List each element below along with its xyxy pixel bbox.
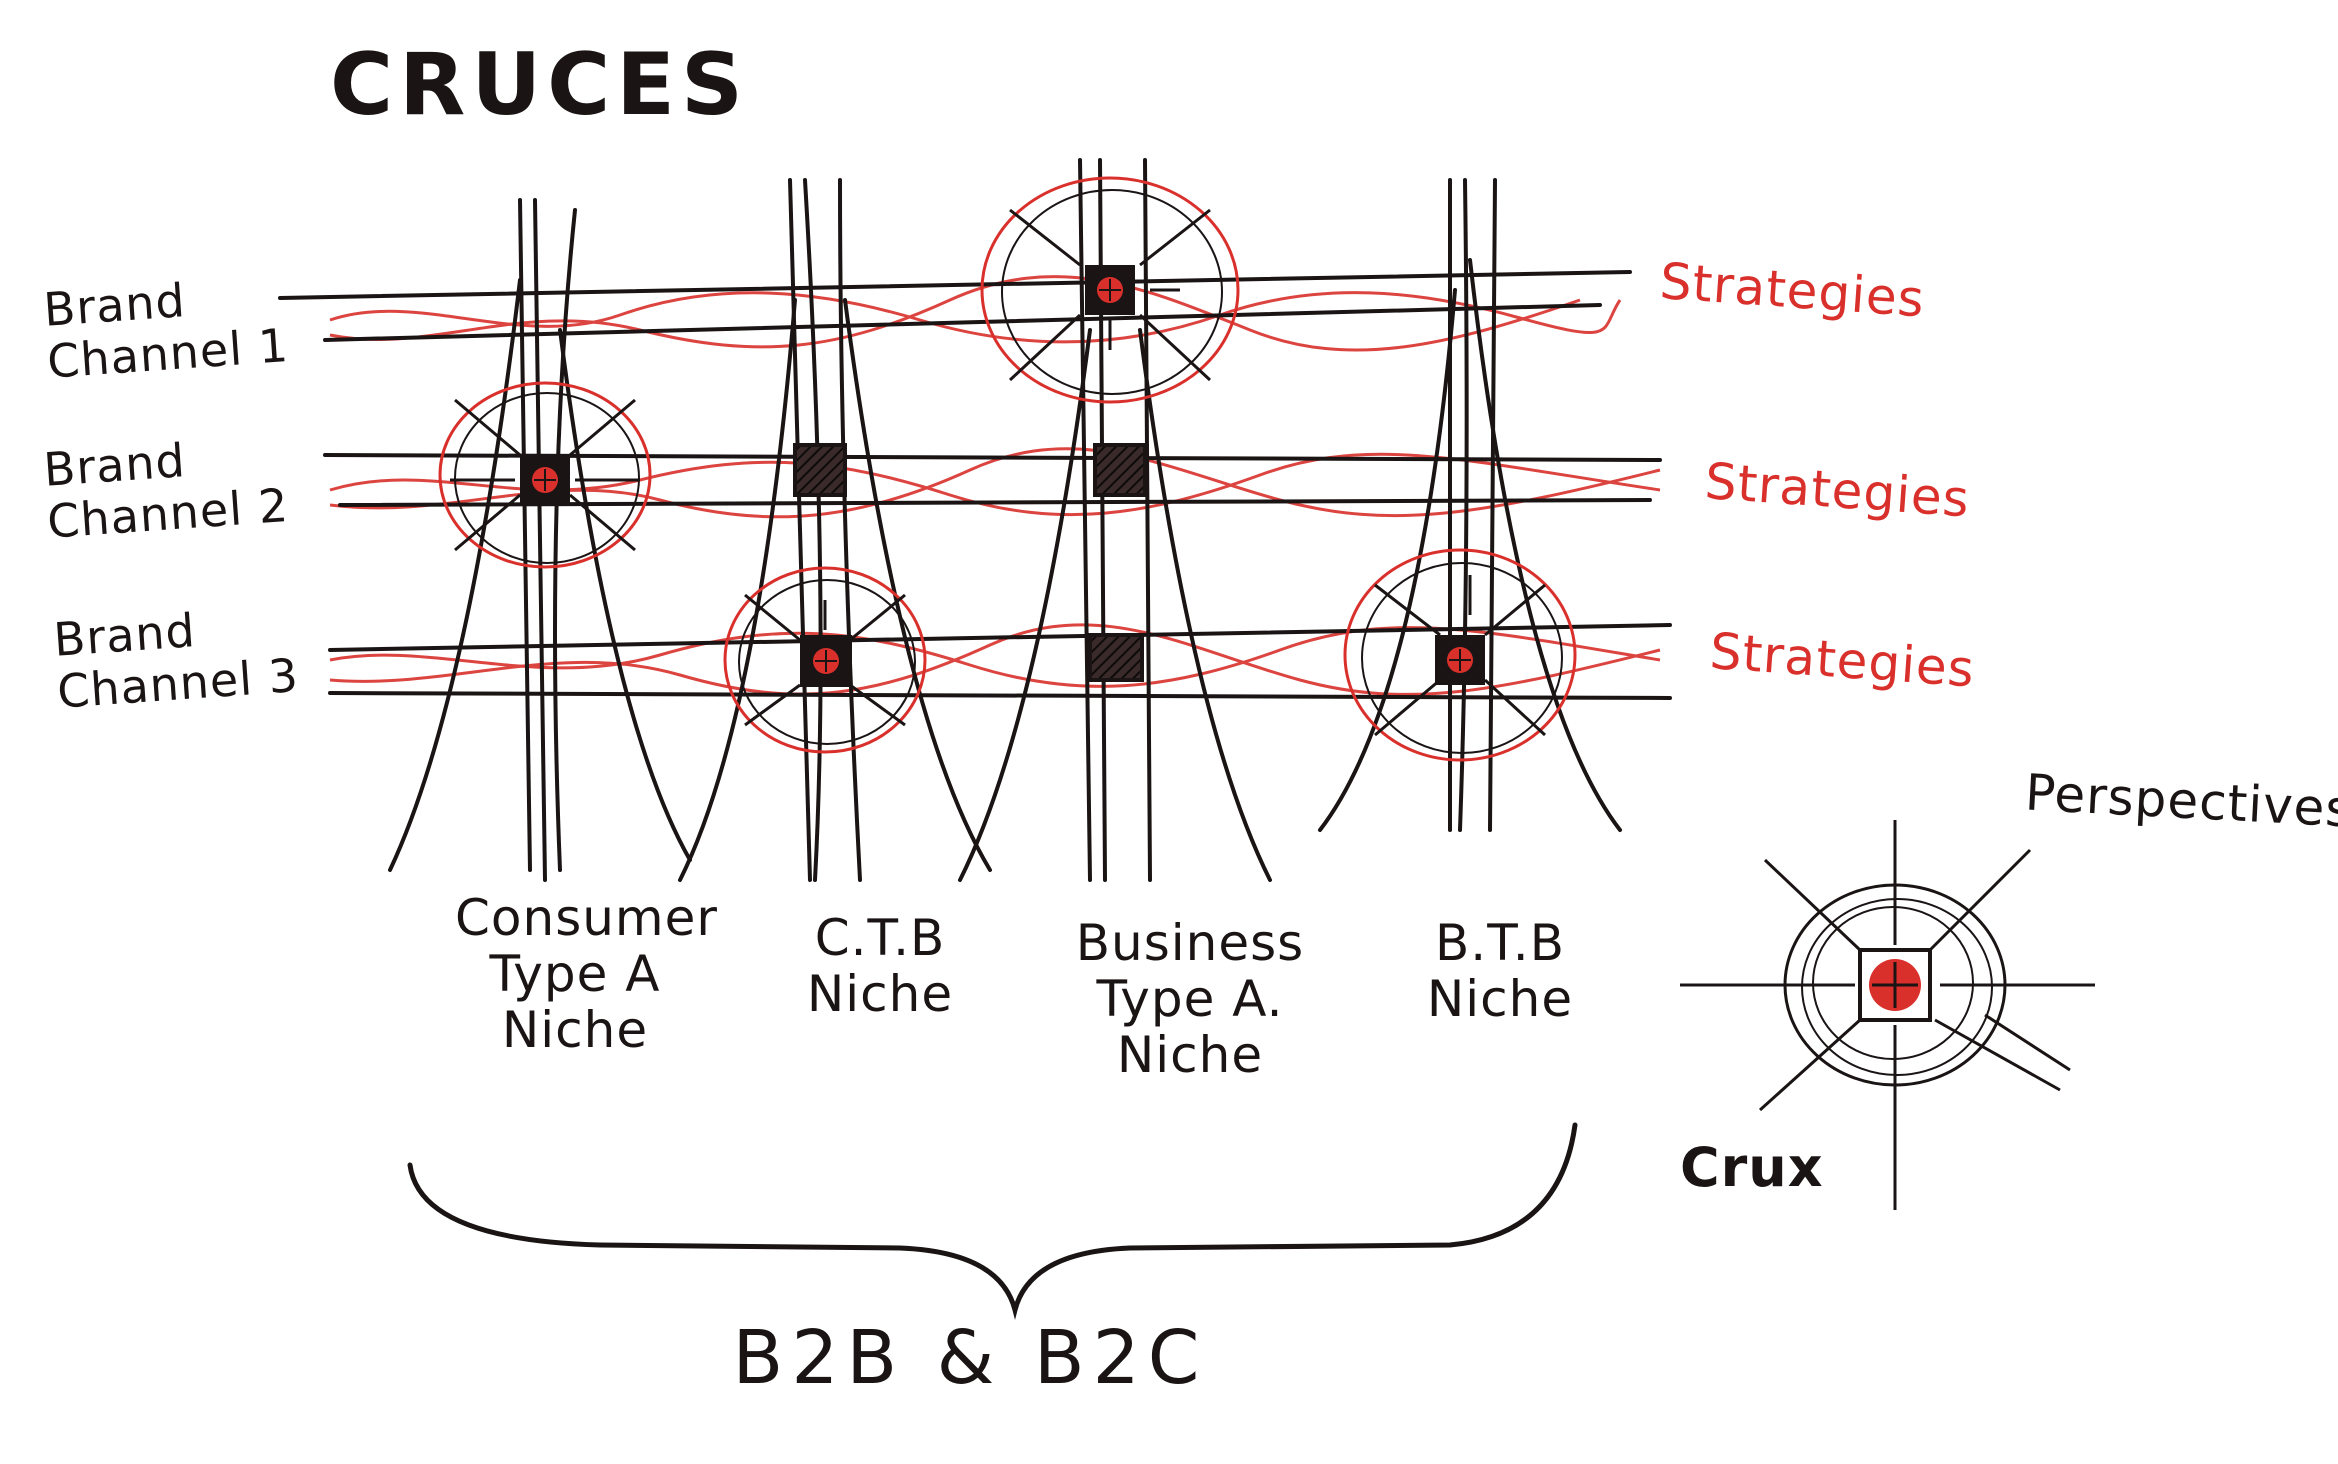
column-label-line: Business <box>1075 914 1305 972</box>
intersection-nodes <box>793 443 1147 682</box>
grouping-brace <box>407 1122 1578 1320</box>
column-label-line: Type A <box>489 945 661 1003</box>
column-label-line: Niche <box>1116 1026 1264 1084</box>
crux-label: Crux <box>1680 1136 1824 1199</box>
column-label-business-type-a: Business Type A. Niche <box>1060 915 1320 1083</box>
column-label-ctb-niche: C.T.B Niche <box>780 910 980 1022</box>
niche-towers <box>388 158 1622 882</box>
column-label-line: Type A. <box>1096 970 1284 1028</box>
row-label-brand-channel-1: Brand Channel 1 <box>42 268 291 388</box>
column-label-btb-niche: B.T.B Niche <box>1400 915 1600 1027</box>
row-label-brand-channel-2: Brand Channel 2 <box>42 428 291 548</box>
crux-node-row2-col1 <box>438 381 652 569</box>
row-label-brand-channel-3: Brand Channel 3 <box>52 598 301 718</box>
crux-node-row1-col3 <box>980 176 1240 404</box>
crux-node-row3-col4 <box>1343 548 1577 762</box>
column-label-line: B.T.B <box>1435 914 1565 972</box>
column-label-line: Niche <box>806 965 954 1023</box>
column-label-line: Niche <box>501 1001 649 1059</box>
crux-node-row3-col2 <box>723 566 927 754</box>
column-label-line: C.T.B <box>814 909 946 967</box>
column-label-line: Niche <box>1426 970 1574 1028</box>
column-label-consumer-type-a: Consumer Type A Niche <box>455 889 718 1059</box>
b2b-b2c-label: B2B & B2C <box>732 1315 1208 1401</box>
page-title: CRUCES <box>330 35 749 135</box>
crux-legend-diagram <box>1680 820 2095 1210</box>
column-label-line: Consumer <box>455 889 718 947</box>
